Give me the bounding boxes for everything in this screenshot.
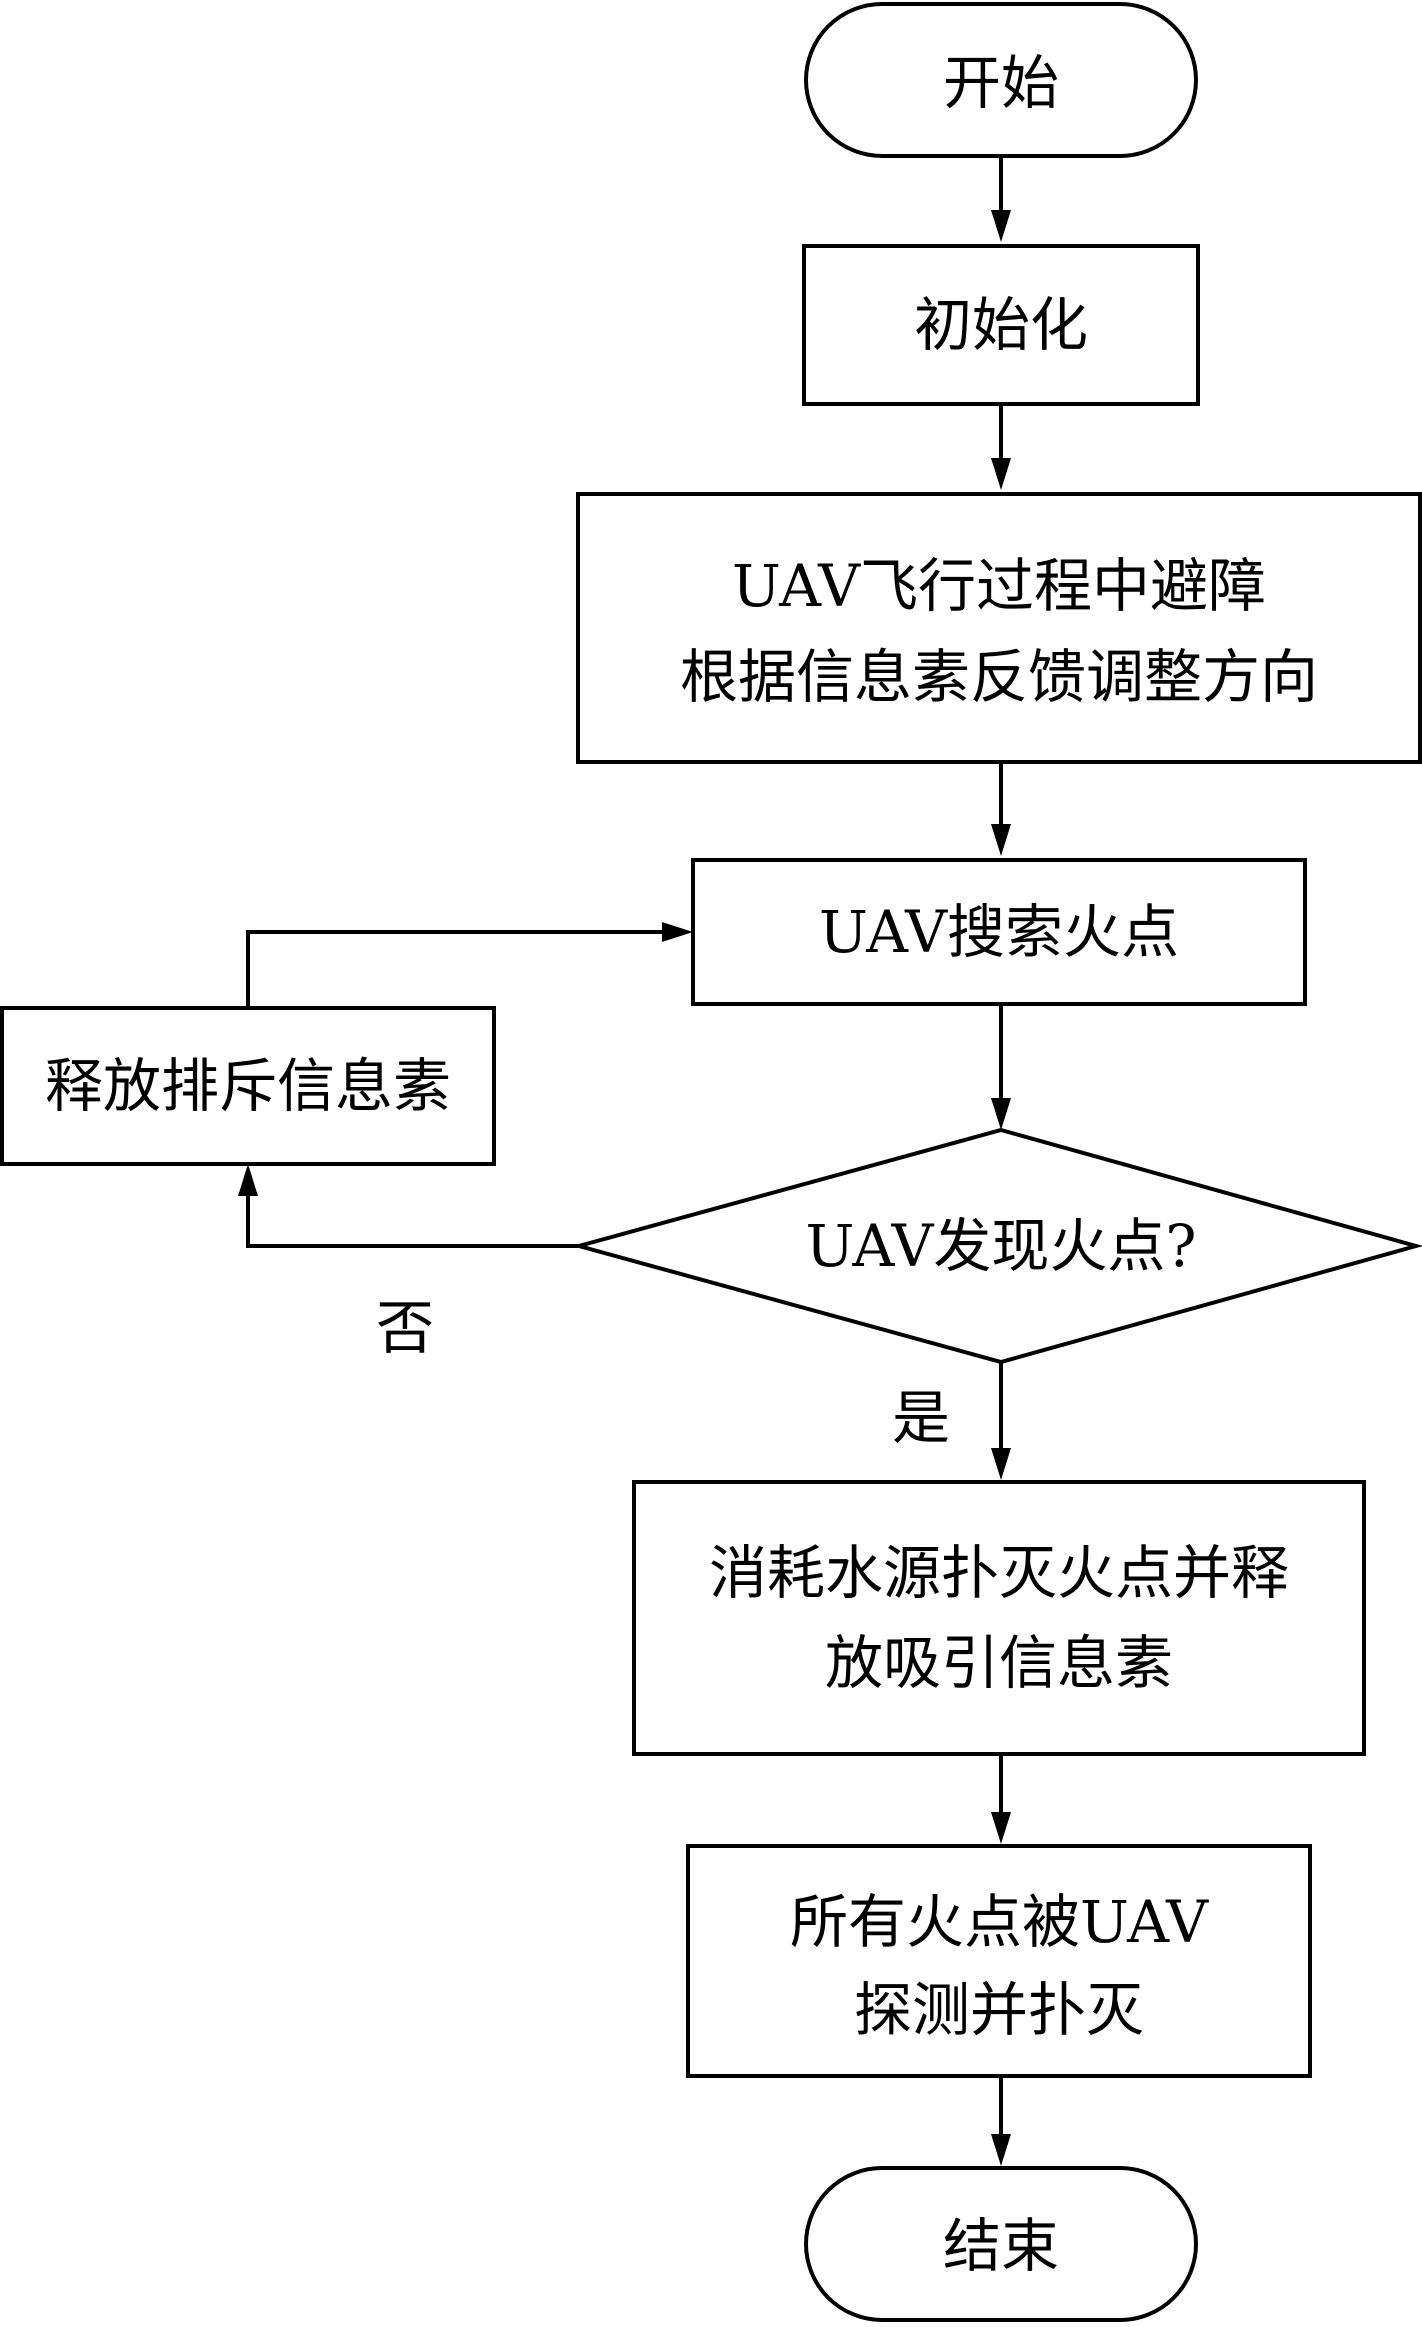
arrow-decision-yes-to-extinguish [991, 1362, 1011, 1480]
release-repel-node: 释放排斥信息素 [0, 1006, 496, 1166]
arrow-release-to-search [246, 922, 693, 1008]
search-node: UAV搜索火点 [691, 858, 1307, 1006]
extinguish-label-line2: 放吸引信息素 [825, 1629, 1173, 1697]
init-label: 初始化 [914, 291, 1088, 359]
extinguish-node: 消耗水源扑灭火点并释 放吸引信息素 [632, 1480, 1366, 1756]
decision-label: UAV发现火点? [805, 1212, 1196, 1280]
release-repel-label: 释放排斥信息素 [45, 1052, 451, 1120]
decision-node: UAV发现火点? [571, 1127, 1422, 1365]
init-node: 初始化 [802, 244, 1200, 406]
arrow-all-done-to-end [991, 2076, 1011, 2166]
arrow-start-to-init [991, 156, 1011, 242]
all-done-node: 所有火点被UAV 探测并扑灭 [686, 1844, 1312, 2078]
avoid-label-line1: UAV飞行过程中避障 [732, 552, 1266, 620]
yes-branch-label: 是 [892, 1384, 950, 1452]
start-node: 开始 [804, 2, 1198, 158]
arrow-decision-no-to-release [238, 1164, 579, 1248]
all-done-label-line2: 探测并扑灭 [854, 1976, 1144, 2044]
arrow-avoid-to-search [991, 762, 1011, 856]
init-box [802, 244, 1200, 406]
all-done-box [686, 1844, 1312, 2078]
end-label: 结束 [943, 2212, 1059, 2280]
search-label: UAV搜索火点 [819, 898, 1179, 966]
arrow-search-to-decision [991, 1004, 1011, 1130]
extinguish-label-line1: 消耗水源扑灭火点并释 [709, 1539, 1289, 1607]
start-label: 开始 [943, 49, 1059, 117]
end-node: 结束 [804, 2166, 1198, 2322]
extinguish-box [632, 1480, 1366, 1756]
arrow-init-to-avoid [991, 404, 1011, 490]
arrow-extinguish-to-all-done [991, 1754, 1011, 1844]
all-done-label-line1: 所有火点被UAV [790, 1888, 1209, 1956]
avoid-label-line2: 根据信息素反馈调整方向 [680, 643, 1318, 711]
end-terminator-shape [804, 2166, 1198, 2322]
avoid-node: UAV飞行过程中避障 根据信息素反馈调整方向 [576, 492, 1422, 764]
no-branch-label: 否 [376, 1294, 434, 1362]
avoid-box [576, 492, 1422, 764]
